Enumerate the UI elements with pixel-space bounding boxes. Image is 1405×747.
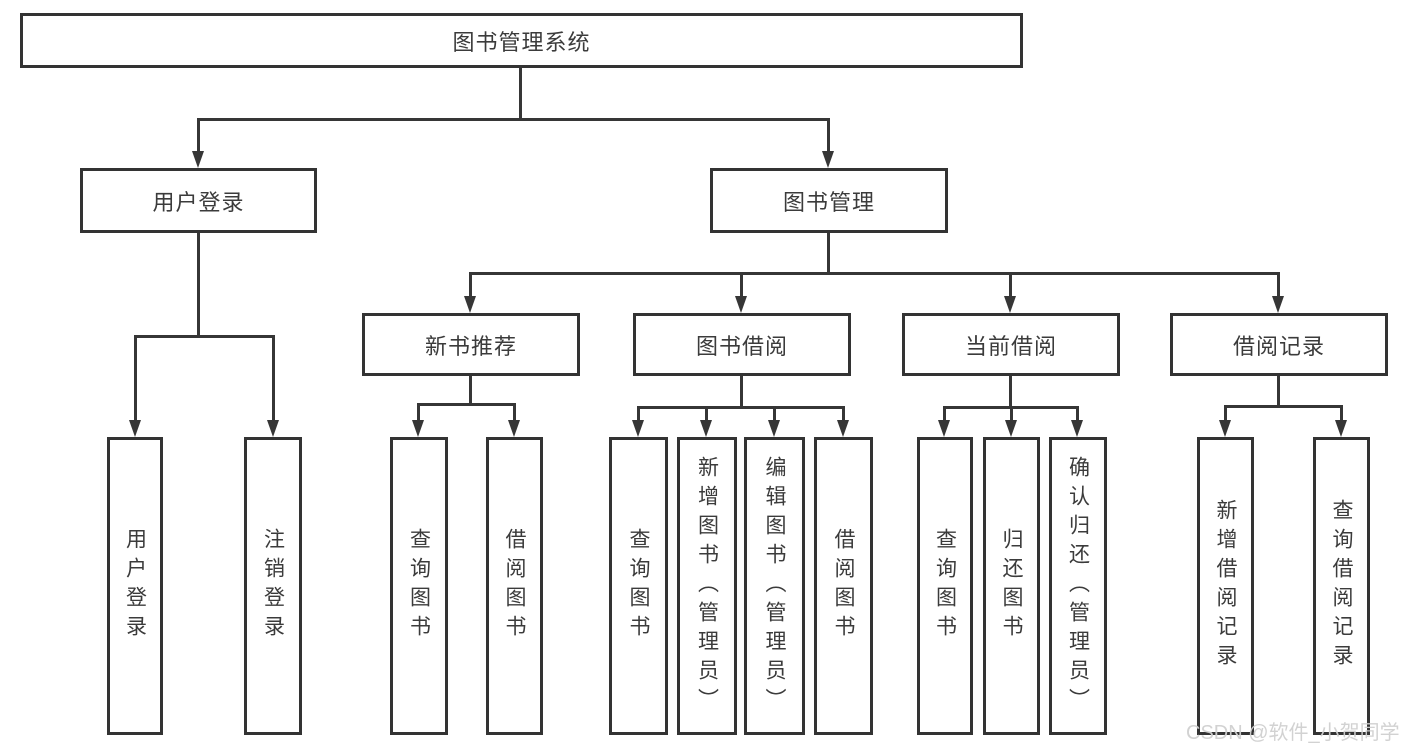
node-borrow-records: 借阅记录	[1170, 313, 1388, 376]
connector-drop-bb-leaf1	[637, 406, 640, 423]
connector-cb-stem	[1009, 376, 1012, 409]
leaf-user-login-label: 用户登录	[123, 528, 147, 644]
arrow-down-icon	[1005, 420, 1017, 437]
arrow-down-icon	[267, 420, 279, 437]
arrow-down-icon	[192, 151, 204, 168]
leaf-bb-query-books-label: 查询图书	[627, 528, 650, 644]
connector-drop-borrow-records	[1277, 272, 1280, 299]
node-new-book-rec: 新书推荐	[362, 313, 580, 376]
connector-user-login-stem	[197, 233, 200, 338]
leaf-cb-query-books: 查询图书	[917, 437, 973, 735]
leaf-cb-return-books: 归还图书	[983, 437, 1040, 735]
connector-bb-stem	[740, 376, 743, 409]
leaf-br-query-record-label: 查询借阅记录	[1330, 499, 1353, 673]
arrow-down-icon	[508, 420, 520, 437]
node-user-login-label: 用户登录	[152, 189, 245, 215]
arrow-down-icon	[412, 420, 424, 437]
csdn-watermark: CSDN @软件_小贺同学	[1186, 722, 1400, 744]
arrow-down-icon	[632, 420, 644, 437]
leaf-bb-borrow-books-label: 借阅图书	[832, 528, 855, 644]
leaf-bb-query-books: 查询图书	[609, 437, 668, 735]
arrow-down-icon	[1004, 296, 1016, 313]
arrow-down-icon	[1272, 296, 1284, 313]
connector-nbr-stem	[469, 376, 472, 406]
leaf-cb-return-books-label: 归还图书	[1000, 528, 1023, 644]
connector-user-login-bar	[134, 335, 275, 338]
connector-drop-new-book-rec	[469, 272, 472, 299]
connector-bb-bar	[637, 406, 845, 409]
node-current-borrow-label: 当前借阅	[964, 333, 1057, 359]
connector-drop-ul-leaf1	[134, 335, 137, 423]
node-root: 图书管理系统	[20, 13, 1023, 68]
connector-drop-ul-leaf2	[272, 335, 275, 423]
connector-drop-bb-leaf2	[705, 406, 708, 423]
leaf-logout-label: 注销登录	[261, 528, 285, 644]
connector-drop-bb-leaf4	[842, 406, 845, 423]
arrow-down-icon	[837, 420, 849, 437]
node-current-borrow: 当前借阅	[902, 313, 1120, 376]
connector-drop-cb-leaf2	[1010, 406, 1013, 423]
connector-drop-nbr-leaf2	[513, 403, 516, 423]
leaf-user-login: 用户登录	[107, 437, 163, 735]
arrow-down-icon	[1071, 420, 1083, 437]
node-book-mgmt: 图书管理	[710, 168, 948, 233]
connector-drop-book-borrow	[740, 272, 743, 299]
connector-drop-cb-leaf3	[1076, 406, 1079, 423]
leaf-bb-edit-books-admin-label: 编辑图书（管理员）	[763, 455, 786, 717]
connector-nbr-bar	[417, 403, 516, 406]
node-book-borrow: 图书借阅	[633, 313, 851, 376]
leaf-br-add-record-label: 新增借阅记录	[1214, 499, 1237, 673]
connector-drop-user-login	[197, 118, 200, 154]
leaf-bb-borrow-books: 借阅图书	[814, 437, 873, 735]
leaf-br-add-record: 新增借阅记录	[1197, 437, 1254, 735]
leaf-cb-confirm-return-admin: 确认归还（管理员）	[1049, 437, 1107, 735]
arrow-down-icon	[822, 151, 834, 168]
node-user-login: 用户登录	[80, 168, 317, 233]
leaf-nbr-query-books-label: 查询图书	[407, 528, 431, 644]
node-new-book-rec-label: 新书推荐	[424, 333, 517, 359]
node-book-mgmt-label: 图书管理	[782, 189, 875, 215]
node-book-borrow-label: 图书借阅	[695, 333, 788, 359]
connector-book-mgmt-stem	[827, 233, 830, 275]
connector-drop-br-leaf1	[1224, 405, 1227, 423]
arrow-down-icon	[700, 420, 712, 437]
leaf-bb-add-books-admin-label: 新增图书（管理员）	[695, 455, 719, 717]
leaf-logout: 注销登录	[244, 437, 302, 735]
connector-drop-nbr-leaf1	[417, 403, 420, 423]
arrow-down-icon	[938, 420, 950, 437]
connector-drop-current-borrow	[1009, 272, 1012, 299]
connector-drop-bb-leaf3	[773, 406, 776, 423]
node-root-label: 图书管理系统	[452, 29, 591, 55]
node-borrow-records-label: 借阅记录	[1232, 333, 1325, 359]
arrow-down-icon	[129, 420, 141, 437]
arrow-down-icon	[464, 296, 476, 313]
connector-root-bar	[197, 118, 830, 121]
arrow-down-icon	[1219, 420, 1231, 437]
connector-book-mgmt-bar	[469, 272, 1280, 275]
leaf-nbr-query-books: 查询图书	[390, 437, 448, 735]
connector-root-stem	[519, 68, 522, 121]
arrow-down-icon	[768, 420, 780, 437]
connector-br-bar	[1224, 405, 1343, 408]
arrow-down-icon	[735, 296, 747, 313]
leaf-bb-edit-books-admin: 编辑图书（管理员）	[744, 437, 805, 735]
connector-br-stem	[1277, 376, 1280, 408]
connector-drop-br-leaf2	[1340, 405, 1343, 423]
leaf-cb-confirm-return-admin-label: 确认归还（管理员）	[1066, 455, 1090, 717]
leaf-bb-add-books-admin: 新增图书（管理员）	[677, 437, 737, 735]
leaf-br-query-record: 查询借阅记录	[1313, 437, 1370, 735]
leaf-cb-query-books-label: 查询图书	[933, 528, 957, 644]
leaf-nbr-borrow-books-label: 借阅图书	[503, 528, 526, 644]
leaf-nbr-borrow-books: 借阅图书	[486, 437, 543, 735]
arrow-down-icon	[1335, 420, 1347, 437]
connector-drop-book-mgmt	[827, 118, 830, 154]
connector-drop-cb-leaf1	[943, 406, 946, 423]
